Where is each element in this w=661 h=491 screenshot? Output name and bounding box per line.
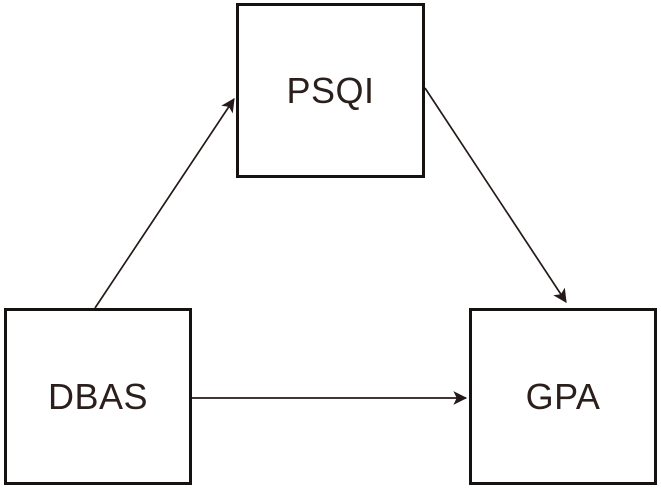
node-dbas-label: DBAS	[47, 375, 149, 417]
node-gpa: GPA	[469, 308, 657, 485]
node-psqi-label: PSQI	[286, 69, 375, 111]
node-psqi: PSQI	[236, 3, 425, 178]
edge-dbas-to-psqi	[94, 98, 235, 309]
edge-psqi-to-gpa	[424, 87, 567, 303]
node-dbas: DBAS	[4, 308, 192, 485]
node-gpa-label: GPA	[525, 375, 601, 417]
